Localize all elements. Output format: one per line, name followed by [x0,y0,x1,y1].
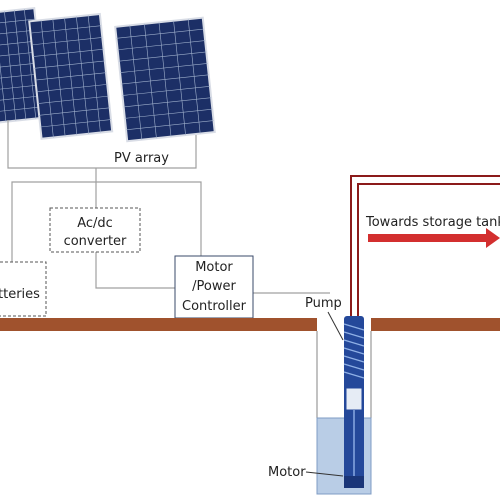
submersible-pump-icon [343,316,365,488]
controller-label-line2: /Power [192,279,236,294]
controller-label-line3: Controller [182,299,247,314]
ground-left [0,318,317,331]
solar-panel-icon [114,16,216,143]
pv-array-panels [0,7,216,143]
acdc-label-line2: converter [64,234,127,249]
pump-pointer [327,311,344,341]
arrow-right-icon [368,228,500,248]
wire-bus [11,181,202,272]
solar-panel-icon [28,12,114,140]
pv-array-label: PV array [114,151,169,166]
ground-right [371,318,500,331]
pump-label: Pump [305,296,342,311]
batteries-label: tteries [0,287,40,302]
acdc-converter-box: Ac/dc converter [49,207,141,253]
storage-label: Towards storage tank [365,215,500,230]
motor-power-controller-box: Motor /Power Controller [174,255,254,319]
wire-converter-to-controller [95,252,175,289]
acdc-label-line1: Ac/dc [77,216,113,231]
controller-label-line1: Motor [195,260,233,275]
delivery-pipe [350,175,500,325]
wire-panels-to-pv [7,120,197,169]
motor-label: Motor [268,465,306,480]
ground [0,318,500,331]
motor-pointer [305,471,344,477]
batteries-box: tteries [0,261,47,317]
wiring [7,120,330,294]
